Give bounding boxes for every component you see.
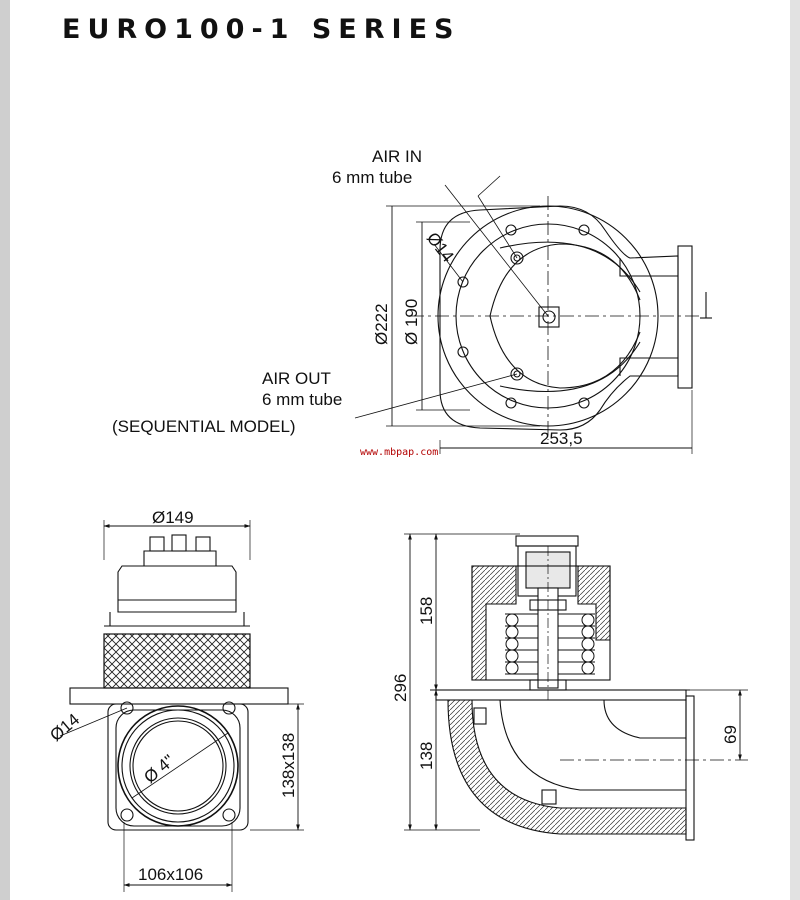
dim-outlet-offset: 69 bbox=[721, 725, 740, 744]
front-view bbox=[59, 520, 304, 892]
dim-hole-diameter-top: Ø14 bbox=[423, 229, 458, 266]
dim-outer-diameter: Ø222 bbox=[372, 303, 391, 345]
dim-length: 253,5 bbox=[540, 429, 583, 448]
dim-inner-diameter: Ø 190 bbox=[402, 299, 421, 345]
top-view bbox=[354, 175, 712, 454]
dim-port-diameter: Ø 4" bbox=[140, 751, 178, 787]
page-title: EURO100-1 SERIES bbox=[62, 14, 461, 45]
dim-flange-size: 138x138 bbox=[279, 733, 298, 798]
right-page-edge bbox=[790, 0, 800, 900]
sequential-model-label: (SEQUENTIAL MODEL) bbox=[112, 417, 296, 436]
air-in-tube-label: 6 mm tube bbox=[332, 168, 412, 187]
air-out-label: AIR OUT bbox=[262, 369, 331, 388]
air-in-label: AIR IN bbox=[372, 147, 422, 166]
air-out-tube-label: 6 mm tube bbox=[262, 390, 342, 409]
dim-top-diameter: Ø149 bbox=[152, 508, 194, 527]
dim-bolt-pattern: 106x106 bbox=[138, 865, 203, 884]
watermark: www.mbpap.com bbox=[360, 447, 438, 458]
dim-hole-diameter-front: Ø14 bbox=[46, 710, 83, 745]
dim-lower-height: 138 bbox=[417, 742, 436, 770]
dim-upper-height: 158 bbox=[417, 597, 436, 625]
left-page-edge bbox=[0, 0, 10, 900]
dim-total-height: 296 bbox=[391, 674, 410, 702]
side-view bbox=[404, 533, 748, 841]
